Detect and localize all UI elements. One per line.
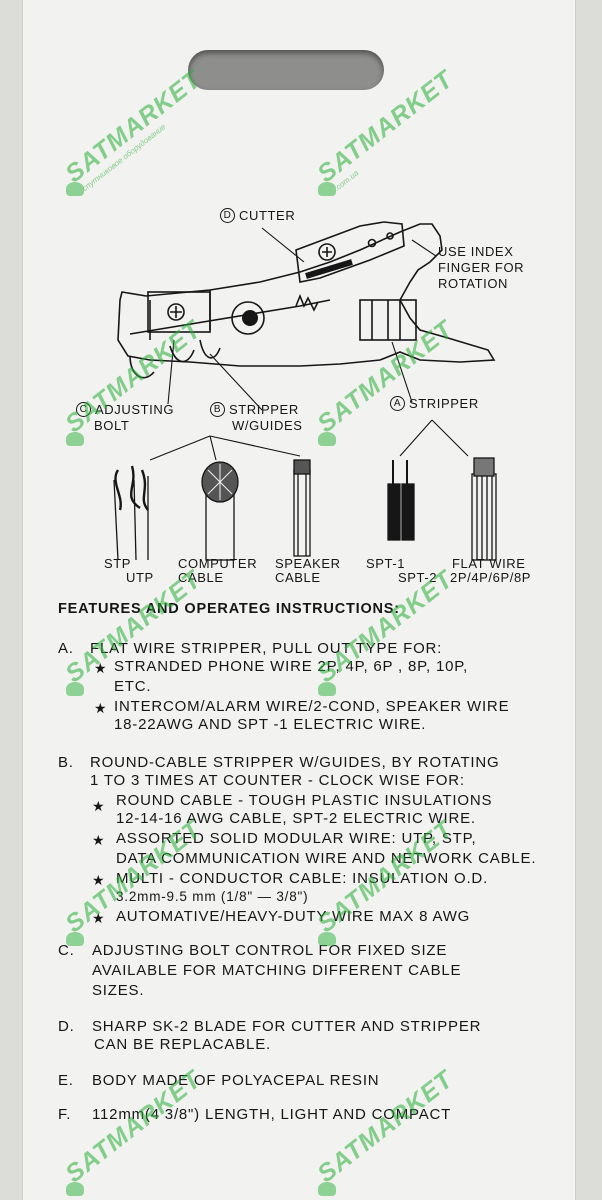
item-c-text-2: AVAILABLE FOR MATCHING DIFFERENT CABLE [92, 962, 462, 979]
watermark-dish-icon [66, 182, 84, 196]
item-c-marker: C. [58, 942, 75, 959]
item-a1-text-cont: ETC. [114, 678, 152, 695]
watermark-dish-icon [66, 932, 84, 946]
stripper-guides-line2: W/GUIDES [232, 418, 303, 433]
item-b2-text-cont: DATA COMMUNICATION WIRE AND NETWORK CABL… [116, 850, 537, 867]
label-stripper-guides: B STRIPPER [210, 402, 299, 417]
cable-computer-label-2: CABLE [178, 570, 224, 585]
item-a-text: FLAT WIRE STRIPPER, PULL OUT TYPE FOR: [90, 640, 443, 657]
star-icon: ★ [92, 872, 105, 888]
marker-d: D [220, 208, 235, 223]
star-icon: ★ [92, 832, 105, 848]
cable-stp-label: STP [104, 556, 132, 571]
label-stripper: A STRIPPER [390, 396, 479, 411]
cable-computer-label-1: COMPUTER [178, 556, 258, 571]
cable-utp-label: UTP [126, 570, 154, 585]
item-a1-text: STRANDED PHONE WIRE 2P, 4P, 6P , 8P, 10P… [114, 658, 469, 675]
watermark-dish-icon [66, 432, 84, 446]
item-c-text-1: ADJUSTING BOLT CONTROL FOR FIXED SIZE [92, 942, 448, 959]
watermark-dish-icon [318, 182, 336, 196]
item-a2-text-cont: 18-22AWG AND SPT -1 ELECTRIC WIRE. [114, 716, 427, 733]
item-d-text-2: CAN BE REPLACABLE. [94, 1036, 271, 1053]
label-adjusting-bolt: C ADJUSTING [76, 402, 174, 417]
item-b1-text-cont: 12-14-16 AWG CABLE, SPT-2 ELECTRIC WIRE. [116, 810, 476, 827]
star-icon: ★ [94, 700, 107, 716]
star-icon: ★ [92, 798, 105, 814]
stripper-guides-line1: STRIPPER [229, 402, 299, 417]
watermark-dish-icon [318, 682, 336, 696]
label-index-finger-1: USE INDEX [438, 244, 514, 259]
item-d-marker: D. [58, 1018, 75, 1035]
marker-b: B [210, 402, 225, 417]
item-a-marker: A. [58, 640, 74, 657]
marker-a: A [390, 396, 405, 411]
marker-c: C [76, 402, 91, 417]
cable-spt1-label: SPT-1 [366, 556, 406, 571]
cable-speaker-label-2: CABLE [275, 570, 321, 585]
cable-speaker-label-1: SPEAKER [275, 556, 341, 571]
features-title: FEATURES AND OPERATEG INSTRUCTIONS: [58, 601, 400, 617]
item-f-marker: F. [58, 1106, 72, 1123]
item-d-text-1: SHARP SK-2 BLADE FOR CUTTER AND STRIPPER [92, 1018, 482, 1035]
label-index-finger-3: ROTATION [438, 276, 509, 291]
watermark-dish-icon [318, 432, 336, 446]
item-b3-text: MULTI - CONDUCTOR CABLE: INSULATION O.D. [116, 870, 489, 887]
item-e-marker: E. [58, 1072, 74, 1089]
cable-spt2-label: SPT-2 [398, 570, 438, 585]
item-a2-text: INTERCOM/ALARM WIRE/2-COND, SPEAKER WIRE [114, 698, 510, 715]
item-b2-text: ASSORTED SOLID MODULAR WIRE: UTP, STP, [116, 830, 477, 847]
cable-flat-label-1: FLAT WIRE [452, 556, 526, 571]
label-cutter: D CUTTER [220, 208, 295, 223]
star-icon: ★ [94, 660, 107, 676]
watermark-dish-icon [66, 682, 84, 696]
hang-hole [188, 50, 384, 90]
label-index-finger-2: FINGER FOR [438, 260, 525, 275]
star-icon: ★ [92, 910, 105, 926]
adjusting-bolt-line1: ADJUSTING [95, 402, 175, 417]
watermark-dish-icon [318, 932, 336, 946]
cutter-text: CUTTER [239, 208, 296, 223]
package-card [22, 0, 576, 1200]
item-b-marker: B. [58, 754, 74, 771]
card-right-edge [574, 0, 602, 1200]
item-c-text-3: SIZES. [92, 982, 145, 999]
item-b1-text: ROUND CABLE - TOUGH PLASTIC INSULATIONS [116, 792, 493, 809]
cable-flat-label-2: 2P/4P/6P/8P [450, 570, 532, 585]
watermark-dish-icon [66, 1182, 84, 1196]
item-f-text: 112mm(4 3/8") LENGTH, LIGHT AND COMPACT [92, 1106, 452, 1123]
stripper-text: STRIPPER [409, 396, 479, 411]
tool-diagram [113, 221, 497, 561]
item-e-text: BODY MADE OF POLYACEPAL RESIN [92, 1072, 380, 1089]
item-b-text-cont: 1 TO 3 TIMES AT COUNTER - CLOCK WISE FOR… [90, 772, 465, 789]
item-b3-text-cont: 3.2mm-9.5 mm (1/8" — 3/8") [116, 889, 309, 904]
item-b-text: ROUND-CABLE STRIPPER W/GUIDES, BY ROTATI… [90, 754, 500, 771]
adjusting-bolt-line2: BOLT [94, 418, 130, 433]
watermark-dish-icon [318, 1182, 336, 1196]
item-b4-text: AUTOMATIVE/HEAVY-DUTY WIRE MAX 8 AWG [116, 908, 471, 925]
card-left-edge [0, 0, 22, 1200]
